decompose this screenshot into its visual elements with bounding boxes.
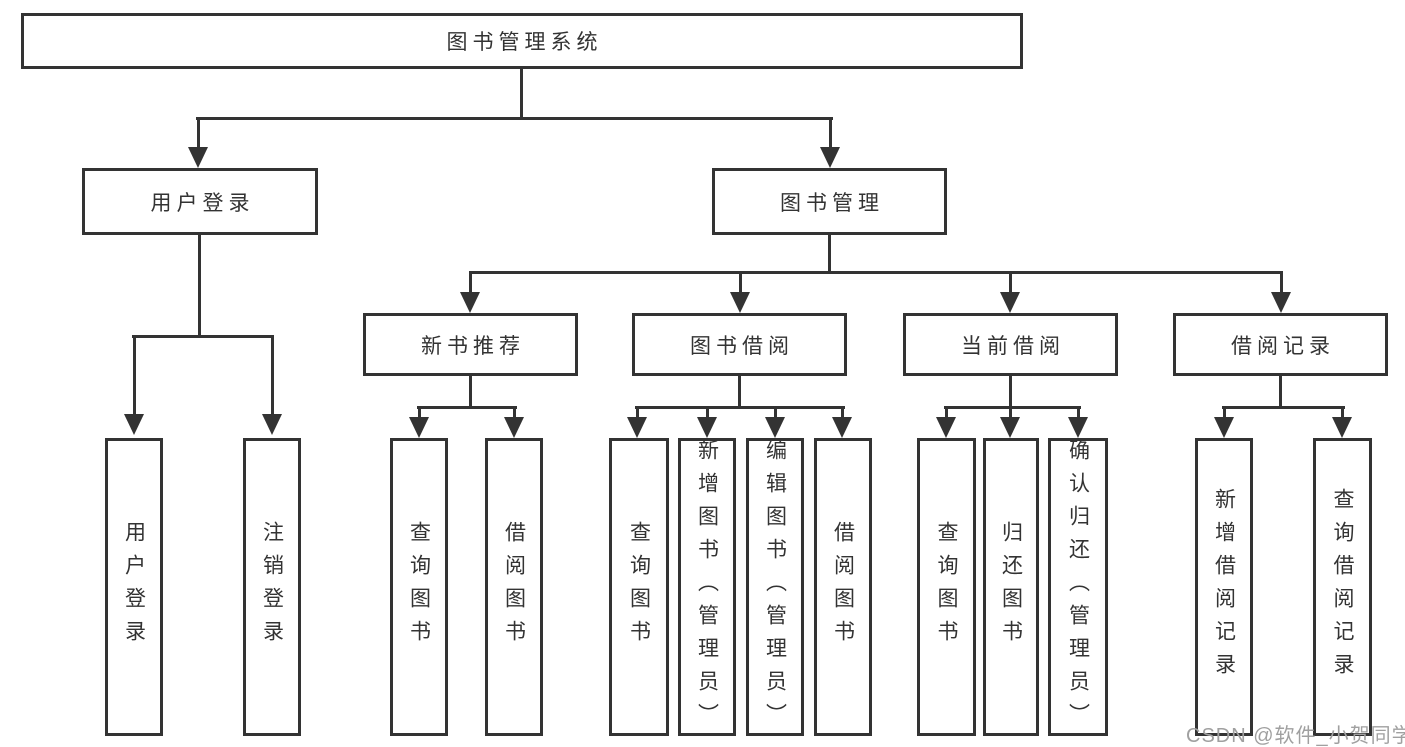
node-label: 用户登录 (150, 191, 255, 215)
leaf-add-borrow-record: 新增借阅记录 (1195, 438, 1253, 736)
leaf-user-login: 用户登录 (105, 438, 163, 736)
down-arrow-icon (124, 336, 144, 435)
leaf-label: 编辑图书（管理员） (763, 438, 787, 736)
down-arrow-icon (504, 407, 524, 438)
connector-line (469, 376, 472, 409)
leaf-query-books-borrowing: 查询图书 (609, 438, 669, 736)
leaf-label: 查询借阅记录 (1331, 488, 1354, 686)
leaf-label: 查询图书 (627, 521, 651, 653)
leaf-label: 借阅图书 (502, 521, 526, 653)
node-root-system: 图书管理系统 (21, 13, 1023, 69)
leaf-query-borrow-record: 查询借阅记录 (1313, 438, 1372, 736)
leaf-label: 归还图书 (999, 521, 1023, 653)
down-arrow-icon (188, 118, 208, 168)
leaf-label: 新增图书（管理员） (695, 438, 719, 736)
connector-line (1009, 376, 1012, 409)
connector-line (635, 406, 845, 409)
node-label: 当前借阅 (961, 334, 1065, 358)
down-arrow-icon (409, 407, 429, 438)
down-arrow-icon (765, 407, 785, 438)
leaf-return-books: 归还图书 (983, 438, 1039, 736)
down-arrow-icon (832, 407, 852, 438)
leaf-label: 查询图书 (407, 521, 431, 653)
down-arrow-icon (1271, 272, 1291, 313)
connector-line (944, 406, 1081, 409)
csdn-watermark: CSDN @软件_小贺同学 (1186, 725, 1405, 747)
node-current-borrowing: 当前借阅 (903, 313, 1118, 376)
connector-line (738, 376, 741, 409)
leaf-label: 借阅图书 (831, 521, 855, 653)
node-new-book-recommend: 新书推荐 (363, 313, 578, 376)
down-arrow-icon (820, 118, 840, 168)
node-book-borrowing: 图书借阅 (632, 313, 847, 376)
down-arrow-icon (1214, 407, 1234, 438)
down-arrow-icon (460, 272, 480, 313)
down-arrow-icon (936, 407, 956, 438)
leaf-label: 用户登录 (122, 521, 146, 653)
connector-line (1279, 376, 1282, 409)
leaf-edit-books-admin: 编辑图书（管理员） (746, 438, 804, 736)
down-arrow-icon (730, 272, 750, 313)
node-book-management: 图书管理 (712, 168, 947, 235)
leaf-borrow-books-recommend: 借阅图书 (485, 438, 543, 736)
down-arrow-icon (1000, 407, 1020, 438)
leaf-borrow-books: 借阅图书 (814, 438, 872, 736)
connector-line (198, 235, 201, 338)
node-label: 图书管理系统 (446, 31, 603, 54)
node-label: 图书借阅 (690, 334, 794, 358)
node-user-login: 用户登录 (82, 168, 318, 235)
connector-line (1222, 406, 1345, 409)
node-borrowing-records: 借阅记录 (1173, 313, 1388, 376)
leaf-query-books-recommend: 查询图书 (390, 438, 448, 736)
leaf-confirm-return-admin: 确认归还（管理员） (1048, 438, 1108, 736)
leaf-label: 确认归还（管理员） (1066, 438, 1090, 736)
down-arrow-icon (1068, 407, 1088, 438)
node-label: 新书推荐 (421, 334, 525, 358)
down-arrow-icon (1000, 272, 1020, 313)
leaf-label: 注销登录 (260, 521, 284, 653)
connector-line (469, 271, 1283, 274)
connector-line (520, 69, 523, 119)
leaf-label: 新增借阅记录 (1212, 488, 1236, 686)
connector-line (196, 117, 833, 120)
connector-line (417, 406, 517, 409)
connector-line (828, 235, 831, 274)
down-arrow-icon (1332, 407, 1352, 438)
node-label: 图书管理 (780, 191, 884, 215)
down-arrow-icon (627, 407, 647, 438)
leaf-label: 查询图书 (935, 521, 958, 653)
node-label: 借阅记录 (1231, 334, 1335, 358)
down-arrow-icon (262, 336, 282, 435)
down-arrow-icon (697, 407, 717, 438)
leaf-logout: 注销登录 (243, 438, 301, 736)
connector-line (132, 335, 274, 338)
leaf-add-books-admin: 新增图书（管理员） (678, 438, 736, 736)
leaf-query-books-current: 查询图书 (917, 438, 976, 736)
